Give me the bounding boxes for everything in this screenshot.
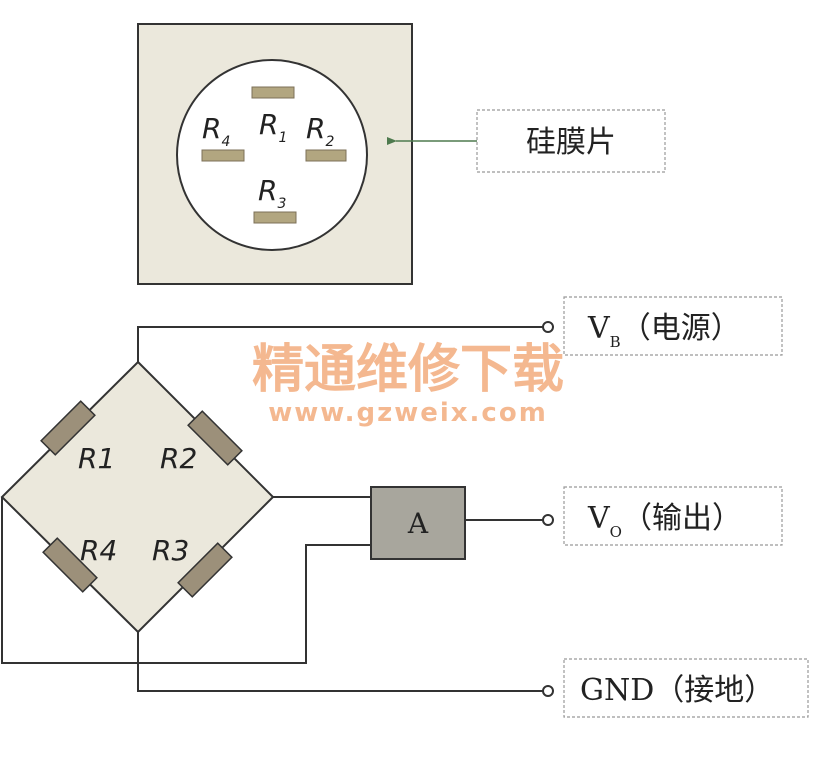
terminal-vo: VO（输出） — [542, 486, 783, 546]
bridge-diamond — [0, 360, 275, 634]
terminal-gnd-box — [563, 658, 809, 718]
terminal-vb-box — [563, 296, 783, 356]
chip-label-r4: R4 — [202, 112, 230, 150]
callout-box — [476, 109, 666, 173]
watermark-title: 精通维修下载 — [252, 340, 564, 400]
chip-label-r2: R2 — [306, 112, 334, 150]
chip-label-r1: R1 — [259, 108, 287, 146]
watermark-url: www.gzweix.com — [268, 398, 548, 428]
bridge-resistor-r1 — [40, 400, 96, 456]
callout-label: 硅膜片 — [526, 125, 616, 160]
wire-vb — [137, 326, 546, 362]
terminal-vo-box — [563, 486, 783, 546]
terminal-gnd: GND（接地） — [542, 658, 809, 718]
amplifier-box — [370, 486, 466, 560]
silicon-chip: R1 R2 R3 R4 — [137, 23, 413, 285]
terminal-vo-label: VO（输出） — [587, 501, 742, 541]
chip-resistor-r4-bar — [201, 149, 245, 162]
diaphragm-circle — [176, 59, 368, 251]
chip-resistor-r1-bar — [251, 86, 295, 99]
terminal-vo-dot — [542, 514, 554, 526]
bridge-label-r4: R4 — [80, 534, 117, 567]
terminal-vb-dot — [542, 321, 554, 333]
bridge-resistor-r4 — [42, 537, 98, 593]
wire-left-node-to-amp — [1, 497, 371, 664]
terminal-vb-label: VB（电源） — [587, 311, 741, 351]
terminal-gnd-dot — [542, 685, 554, 697]
watermark: 精通维修下载 www.gzweix.com — [252, 340, 564, 428]
bridge-circuit: R1 R2 R4 R3 A — [0, 326, 546, 692]
bridge-label-r2: R2 — [160, 442, 197, 475]
terminal-gnd-label: GND（接地） — [580, 673, 774, 708]
terminal-vb: VB（电源） — [542, 296, 783, 356]
wire-gnd — [137, 632, 546, 692]
amplifier-label: A — [407, 507, 429, 540]
bridge-label-r1: R1 — [78, 442, 115, 475]
bridge-label-r3: R3 — [152, 534, 189, 567]
bridge-resistor-r2 — [187, 410, 243, 466]
chip-label-r3: R3 — [258, 174, 286, 212]
chip-resistor-r2-bar — [305, 149, 347, 162]
bridge-resistor-r3 — [177, 542, 233, 598]
chip-resistor-r3-bar — [253, 211, 297, 224]
